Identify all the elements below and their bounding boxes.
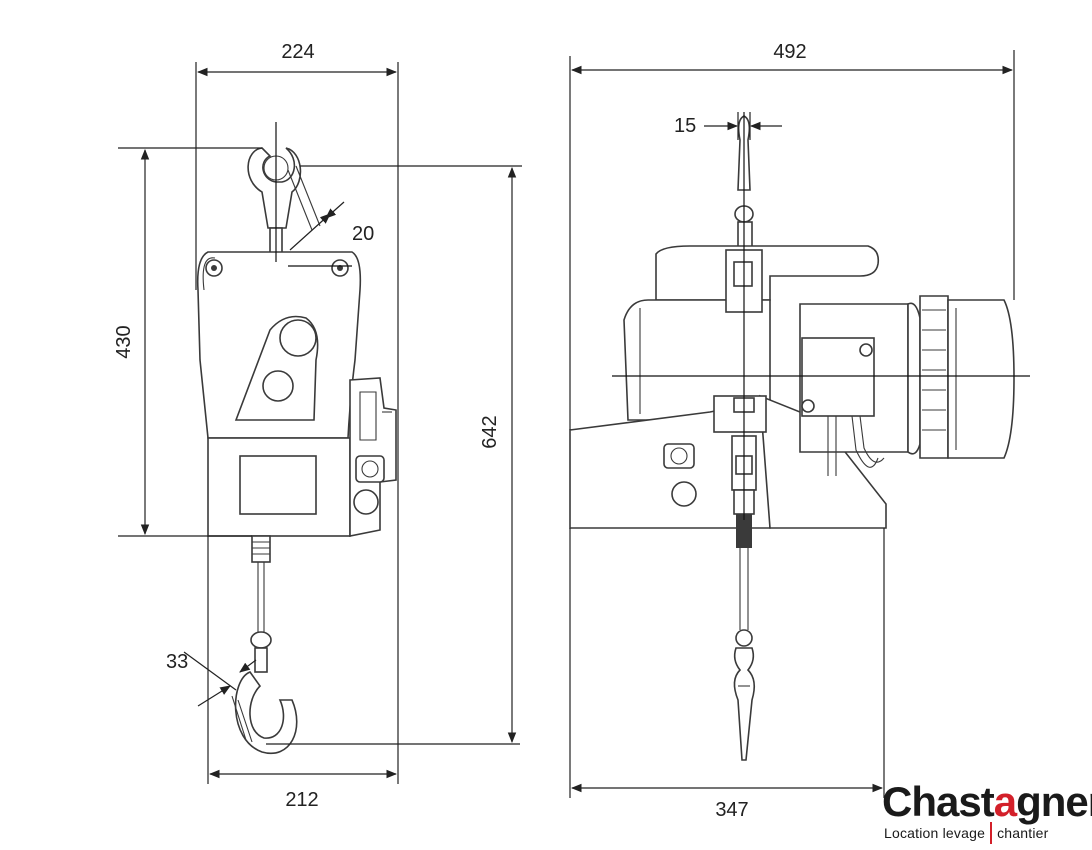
dim-hook-opening-bottom: 33 — [166, 651, 257, 707]
logo-tagline-right: chantier — [997, 825, 1049, 841]
dim-side-total-width: 492 — [569, 41, 1015, 430]
front-body — [196, 251, 397, 537]
chastagner-logo: Chastagner Location levage chantier — [880, 778, 1092, 844]
dim-front-total-height: 642 — [266, 165, 522, 745]
logo-tagline-left: Location levage — [884, 825, 986, 841]
side-motor — [799, 295, 1015, 476]
label-347: 347 — [715, 799, 748, 821]
label-224: 224 — [281, 41, 314, 63]
logo-brand-end: gner — [1016, 778, 1092, 825]
logo-brand-start: Chast — [882, 778, 995, 825]
label-492: 492 — [773, 41, 806, 63]
logo-brand: Chastagner — [882, 778, 1092, 826]
label-430: 430 — [113, 325, 135, 358]
dim-side-rope-width: 15 — [674, 112, 782, 140]
front-rope-hook — [231, 535, 298, 755]
logo-brand-accent: a — [993, 778, 1017, 825]
side-housing — [569, 245, 887, 529]
label-15: 15 — [674, 115, 696, 137]
side-view: 492 15 347 — [569, 41, 1030, 821]
dim-hook-opening-top: 20 — [289, 201, 374, 251]
label-20: 20 — [352, 223, 374, 245]
dim-front-width-bottom: 212 — [207, 420, 399, 811]
dim-side-base-width: 347 — [569, 528, 885, 821]
logo-separator — [990, 822, 993, 844]
dim-front-width-top: 224 — [195, 41, 399, 420]
label-212: 212 — [285, 789, 318, 811]
front-top-hook — [247, 147, 321, 255]
front-view: 224 430 642 20 33 — [113, 41, 522, 811]
label-33: 33 — [166, 651, 188, 673]
label-642: 642 — [479, 415, 501, 448]
logo-tagline: Location levage chantier — [884, 822, 1049, 844]
dim-front-body-height: 430 — [113, 147, 262, 537]
